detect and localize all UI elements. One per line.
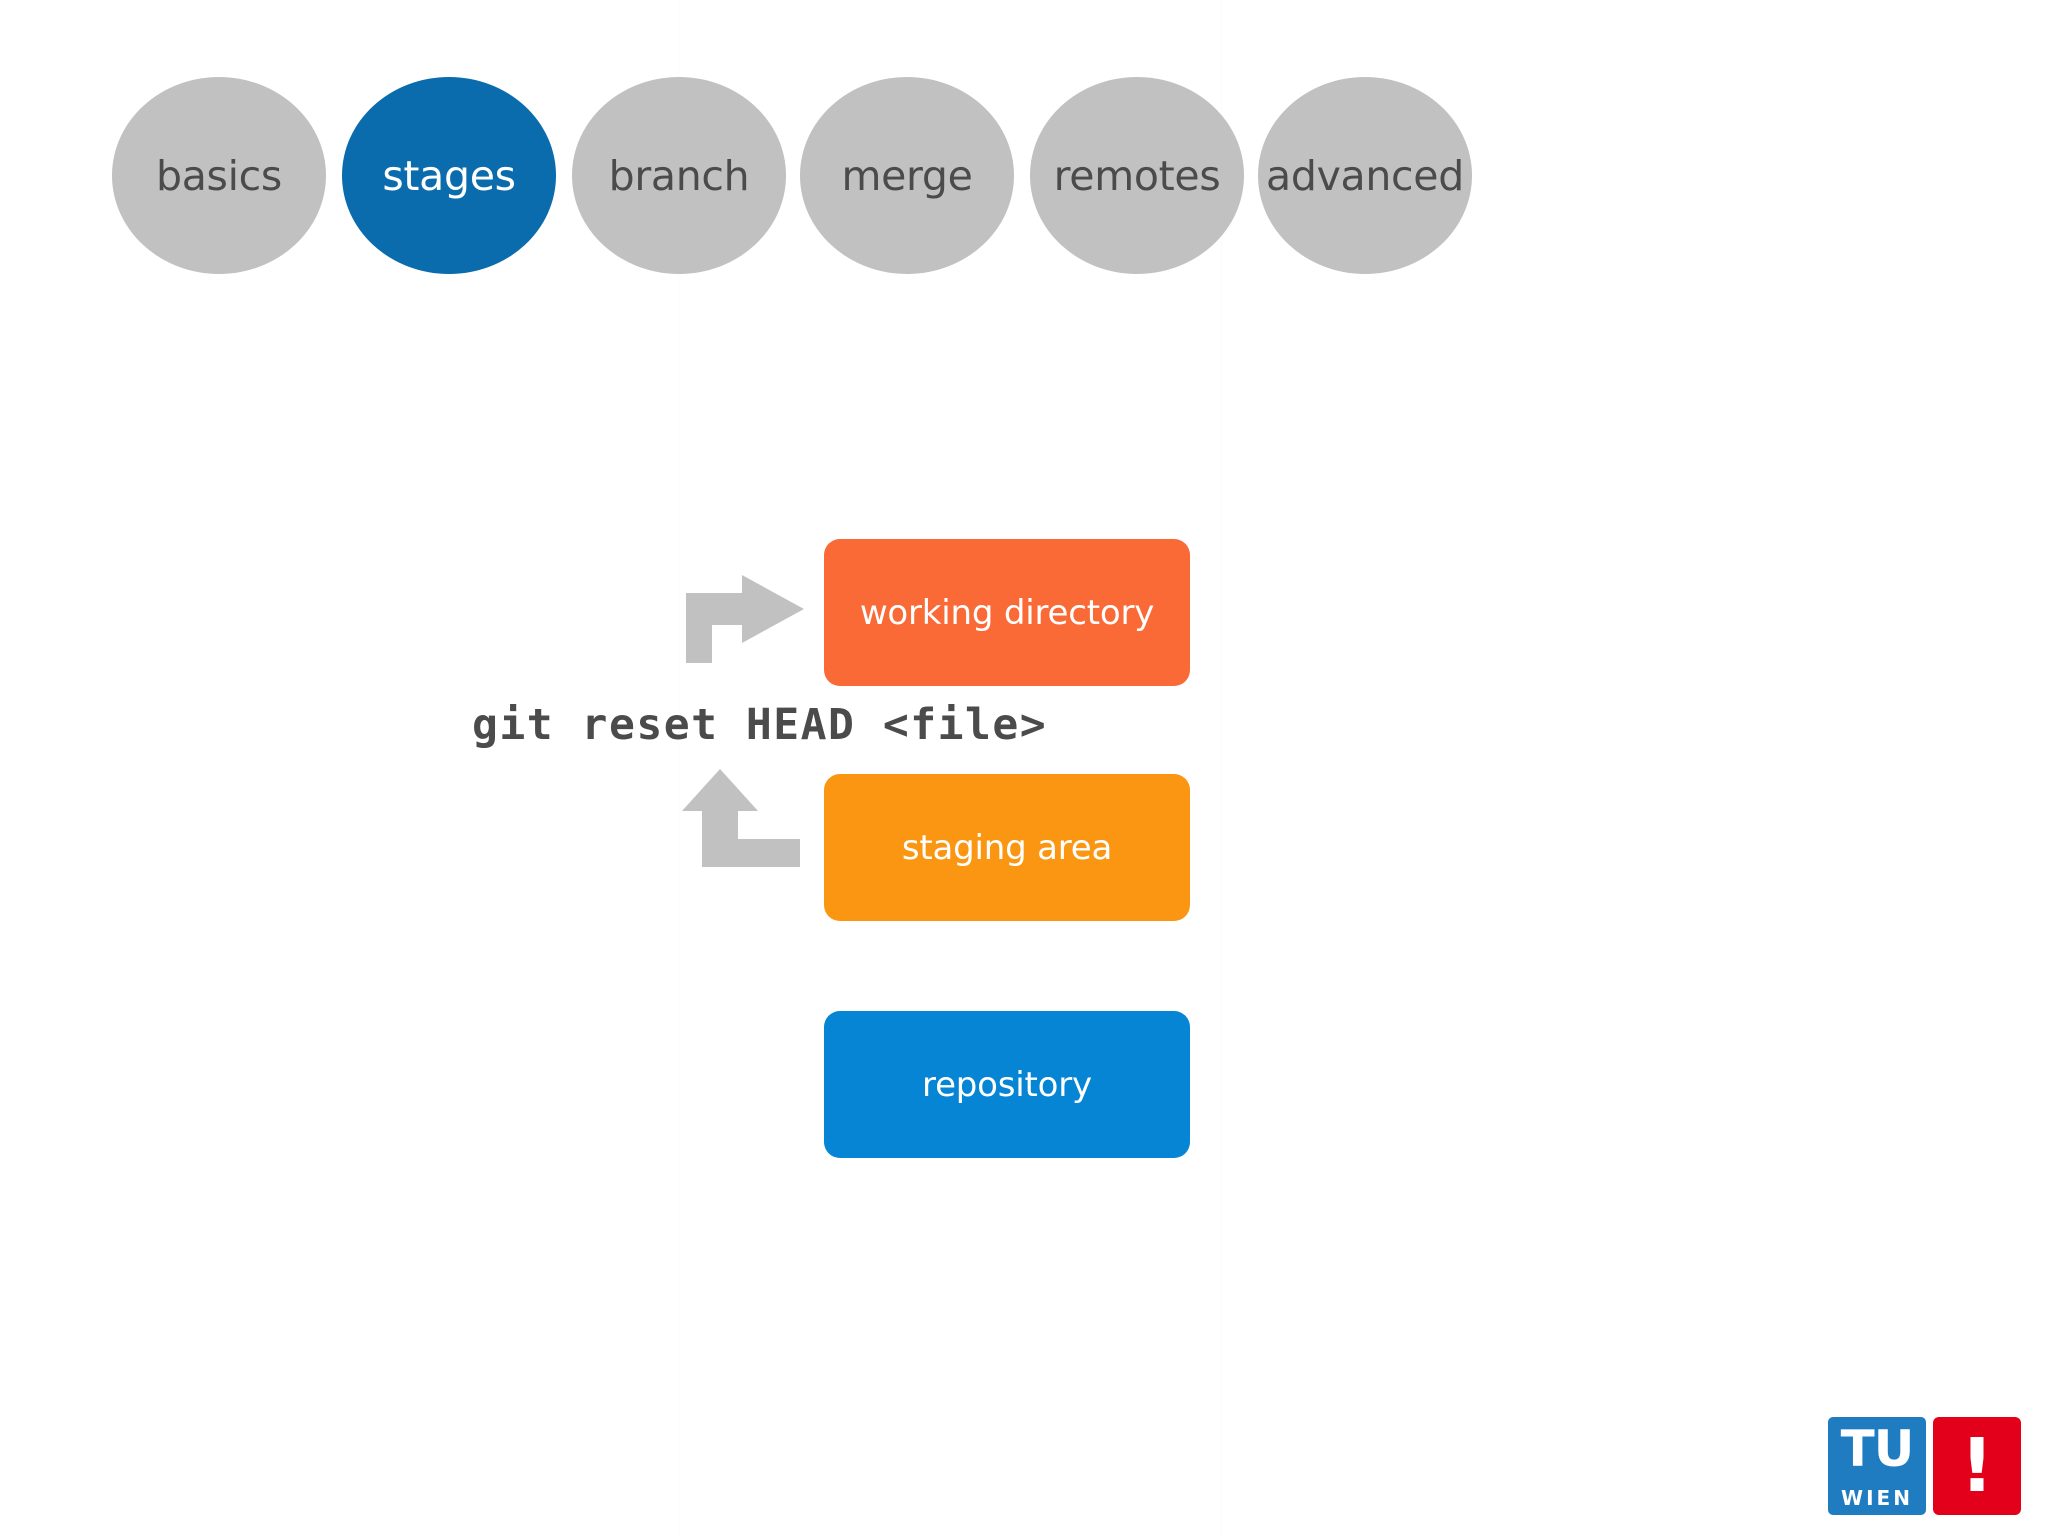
stage-label-repository: repository [922,1064,1092,1105]
tu-wien-logo-block: TU WIEN [1828,1417,1926,1515]
nav-circle-advanced[interactable]: advanced [1258,77,1472,274]
stage-box-repository[interactable]: repository [824,1011,1190,1158]
nav-label-stages: stages [382,151,516,200]
tu-wien-logo-tu-text: TU [1840,1420,1915,1478]
vertical-guide-left [678,0,679,1535]
tu-wien-logo: TU WIEN ! [1828,1417,2021,1515]
exclamation-logo-block: ! [1933,1417,2021,1515]
vertical-guide-right [1221,0,1222,1535]
nav-circle-merge[interactable]: merge [800,77,1014,274]
stage-box-working-directory[interactable]: working directory [824,539,1190,686]
git-command-caption: git reset HEAD <file> [472,700,1048,750]
nav-circle-stages[interactable]: stages [342,77,556,274]
nav-circle-remotes[interactable]: remotes [1030,77,1244,274]
nav-label-basics: basics [155,151,282,200]
exclamation-mark-icon: ! [1960,1423,1994,1509]
nav-label-advanced: advanced [1266,151,1464,200]
nav-circle-basics[interactable]: basics [112,77,326,274]
topic-nav: basics stages branch merge remotes advan… [0,0,2048,290]
nav-circle-branch[interactable]: branch [572,77,786,274]
tu-wien-logo-wien-text: WIEN [1841,1486,1913,1510]
stage-label-working-directory: working directory [859,592,1155,633]
elbow-arrow-left-up-icon [682,769,800,867]
elbow-arrow-up-right-icon [686,575,804,663]
stage-label-staging-area: staging area [901,827,1113,868]
nav-label-merge: merge [841,151,973,200]
stage-box-staging-area[interactable]: staging area [824,774,1190,921]
nav-label-remotes: remotes [1053,151,1221,200]
nav-label-branch: branch [608,151,750,200]
